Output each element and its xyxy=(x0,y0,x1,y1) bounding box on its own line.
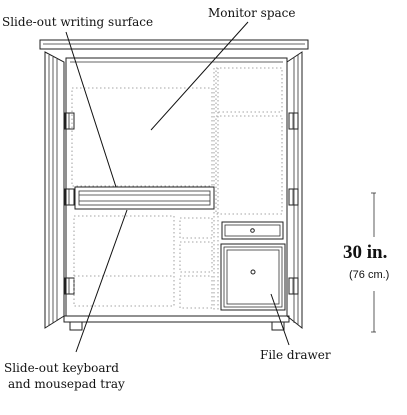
file-drawer xyxy=(220,243,286,311)
left-foot xyxy=(69,321,83,331)
cabinet-top-cap xyxy=(39,39,309,50)
dimension-inches-label: 30 in. xyxy=(343,242,387,263)
monitor-space-pointer xyxy=(150,21,249,131)
file-drawer-knob-icon xyxy=(250,269,256,275)
writing-surface-tray xyxy=(74,186,215,210)
monitor-space-label: Monitor space xyxy=(208,6,296,20)
keyboard-tray-label-line1: Slide-out keyboard xyxy=(4,361,119,375)
small-drawer xyxy=(221,221,284,240)
cabinet-base xyxy=(63,315,290,323)
hinges xyxy=(64,112,299,295)
writing-surface-pointer xyxy=(65,31,117,188)
small-drawer-knob-icon xyxy=(250,228,255,233)
keyboard-tray-pointer xyxy=(75,209,128,353)
dimension-metric-label: (76 cm.) xyxy=(349,269,389,281)
left-door xyxy=(44,51,65,329)
interior-dotted-lines xyxy=(71,67,283,310)
height-dimension xyxy=(371,192,376,333)
right-foot xyxy=(271,321,285,331)
file-drawer-pointer xyxy=(270,293,290,346)
writing-surface-label: Slide-out writing surface xyxy=(2,15,153,29)
file-drawer-label: File drawer xyxy=(260,348,331,362)
keyboard-tray-label-line2: and mousepad tray xyxy=(8,377,125,391)
